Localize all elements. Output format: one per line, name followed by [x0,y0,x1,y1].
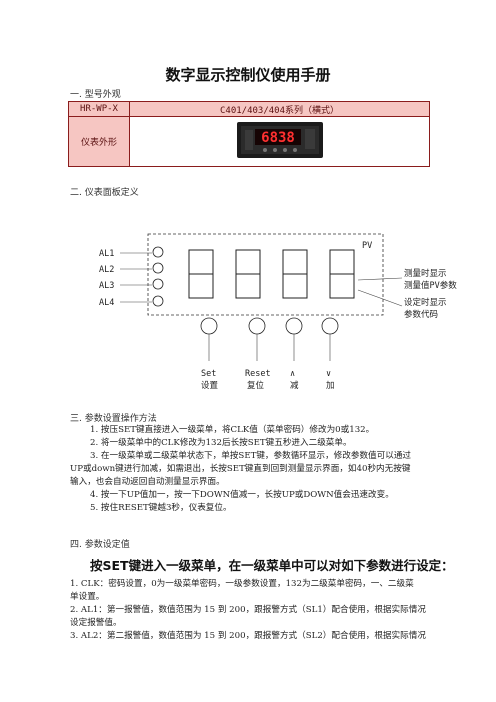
note-measure-display: 测量时显示 [404,268,447,279]
section-model-heading: 一. 型号外观 [70,90,121,100]
alarm-label-al3: AL3 [99,281,114,291]
seven-segment-display [188,249,355,299]
alarm-label-al4: AL4 [99,298,114,308]
down-caption-zh: 加 [326,380,335,391]
up-button[interactable] [285,317,303,335]
page-title: 数字显示控制仪使用手册 [165,66,331,84]
note-set-display: 设定时显示 [404,297,447,308]
operation-steps: 1. 按压SET键直接进入一级菜单，将CLK值（菜单密码）修改为0或132。 2… [70,424,432,515]
digit-1 [188,249,214,299]
pv-label: PV [362,241,372,251]
up-caption-zh: 减 [290,380,299,391]
panel-diagram: AL1 AL2 AL3 AL4 PV 测量时显示 测量值PV参数 设定时显示 参… [99,233,457,391]
note-measure-pv: 测量值PV参数 [404,280,457,291]
device-display-digits: 6838 [261,130,295,146]
set-button[interactable] [200,317,218,335]
section-operation-heading: 三. 参数设置操作方法 [70,414,157,424]
section-panel-heading: 二. 仪表面板定义 [70,188,139,198]
model-table: HR-WP-X C401/403/404系列（横式） 仪表外形 6838 [68,101,430,167]
device-photo-cell: 6838 [129,116,430,167]
param-clk: 1. CLK：密码设置，0为一级菜单密码，一级参数设置，132为二级菜单密码，一… [70,579,414,589]
down-button[interactable] [321,317,339,335]
step-3-cont-2: 输入，也会自动返回自动测量显示界面。 [70,477,225,487]
up-caption-symbol: ∧ [290,369,295,379]
alarm-led-al4 [152,295,164,307]
digit-2 [235,249,261,299]
model-value-cell: C401/403/404系列（横式） [129,101,430,117]
params-intro-heading: 按SET键进入一级菜单，在一级菜单中可以对如下参数进行设定： [90,558,454,573]
step-1: 1. 按压SET键直接进入一级菜单，将CLK值（菜单密码）修改为0或132。 [90,425,375,435]
note-param-code: 参数代码 [404,309,438,320]
param-al2: 3. AL2：第二报警值，数值范围为 15 到 200，跟报警方式（SL2）配合… [70,631,426,641]
down-caption-symbol: ∨ [326,369,331,379]
digit-3 [282,249,308,299]
params-list: 1. CLK：密码设置，0为一级菜单密码，一级参数设置，132为二级菜单密码，一… [70,578,432,643]
step-3-cont-1: UP或down键进行加减，如需退出，长按SET键直到回到测量显示界面，如40秒内… [70,464,411,474]
panel-outline [147,233,384,316]
step-3: 3. 在一级菜单或二级菜单状态下，单按SET键，参数循环显示，修改参数值可以通过 [90,451,412,461]
reset-button[interactable] [248,317,266,335]
model-label-cell: HR-WP-X [68,101,130,117]
set-caption-en: Set [201,369,216,379]
reset-caption-en: Reset [245,369,271,379]
alarm-label-al2: AL2 [99,265,114,275]
alarm-led-al3 [152,278,164,290]
param-al1: 2. AL1：第一报警值，数值范围为 15 到 200，跟报警方式（SL1）配合… [70,605,426,615]
appearance-label-cell: 仪表外形 [68,116,130,167]
device-photo: 6838 [236,122,323,158]
param-clk-cont: 单设置。 [70,592,105,602]
alarm-label-al1: AL1 [99,249,114,259]
digit-4 [329,249,355,299]
set-caption-zh: 设置 [201,380,219,391]
step-5: 5. 按住RESET键越3秒，仪表复位。 [90,503,232,513]
alarm-led-al2 [152,262,164,274]
reset-caption-zh: 复位 [247,380,265,391]
step-2: 2. 将一级菜单中的CLK修改为132后长按SET键五秒进入二级菜单。 [90,438,352,448]
section-params-heading: 四. 参数设定值 [70,540,130,550]
alarm-led-al1 [152,246,164,258]
step-4: 4. 按一下UP值加一，按一下DOWN值减一，长按UP或DOWN值会迅速改变。 [90,490,394,500]
param-al1-cont: 设定报警值。 [70,618,122,628]
